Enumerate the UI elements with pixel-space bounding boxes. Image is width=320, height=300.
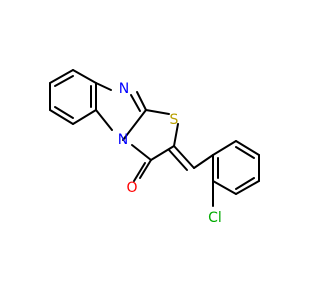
bond <box>54 106 74 119</box>
bond <box>235 146 255 159</box>
atom-label-n-bridgehead: N <box>118 132 128 148</box>
bond <box>212 140 237 156</box>
atom-label-s: S <box>170 112 179 128</box>
imidazole-ring <box>95 82 147 141</box>
bond <box>54 75 74 87</box>
atom-label-o: O <box>126 180 137 196</box>
bond <box>139 159 152 179</box>
bond <box>235 180 260 195</box>
bond <box>173 145 195 169</box>
bond <box>235 140 260 156</box>
bond <box>72 69 97 84</box>
bond <box>235 177 255 190</box>
chlorophenyl-ring <box>212 140 260 207</box>
atom-label-cl: Cl <box>208 210 222 226</box>
bond <box>133 162 146 182</box>
bond <box>173 123 179 147</box>
methylidene-linker <box>168 145 214 171</box>
bond <box>72 109 97 125</box>
thiazolone-ring <box>131 109 179 182</box>
bond <box>150 145 175 161</box>
bond <box>193 154 214 169</box>
molecule-structure-diagram: N N S O Cl <box>49 69 260 226</box>
bond <box>136 91 147 111</box>
bond <box>49 109 74 125</box>
bond <box>95 109 113 131</box>
bond <box>95 82 112 91</box>
bond <box>49 69 74 84</box>
bond <box>130 94 141 112</box>
benzimidazole-benzene-ring <box>49 69 97 125</box>
bond <box>168 149 188 171</box>
bond <box>145 109 170 115</box>
atom-label-n-imine: N <box>119 81 129 97</box>
bond <box>122 109 147 141</box>
bond <box>212 180 237 195</box>
bond <box>131 144 152 161</box>
